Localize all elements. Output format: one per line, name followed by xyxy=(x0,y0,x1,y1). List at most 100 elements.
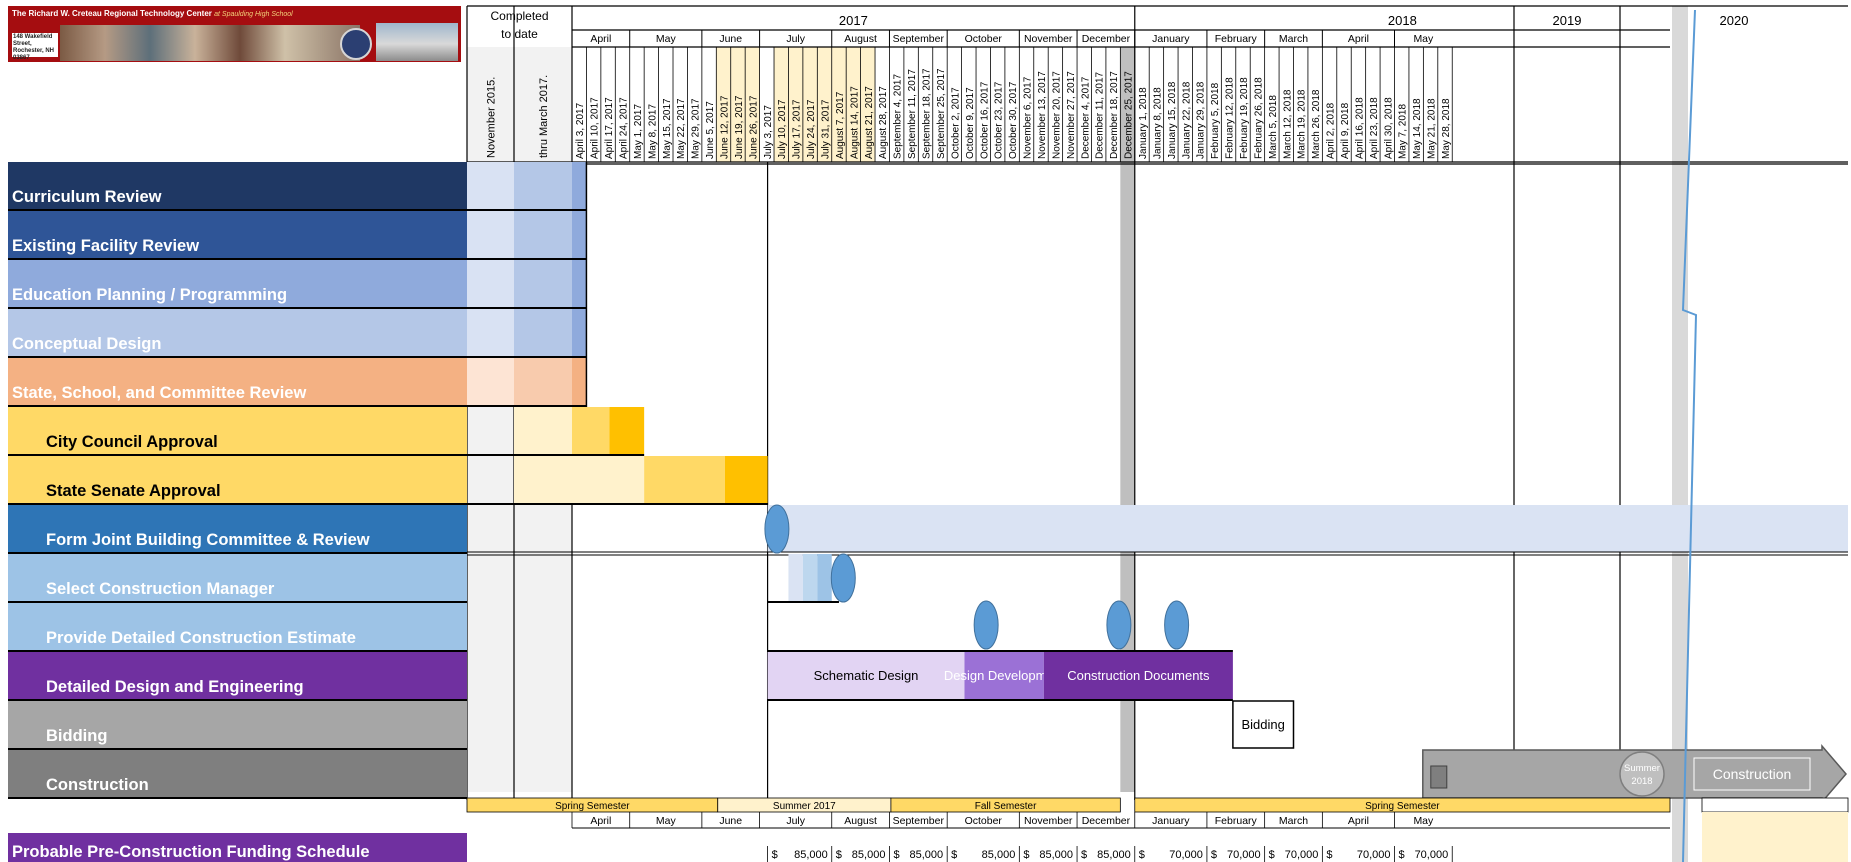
week-label: March 12, 2018 xyxy=(1282,89,1293,159)
logo-title: The Richard W. Creteau Regional Technolo… xyxy=(12,9,293,18)
summer-2018-marker xyxy=(1620,752,1664,796)
task-row[interactable]: Form Joint Building Committee & Review xyxy=(8,505,467,553)
task-label: Existing Facility Review xyxy=(12,237,199,255)
week-label: April 3, 2017 xyxy=(575,102,586,159)
week-label: December 18, 2017 xyxy=(1109,71,1120,159)
task-row[interactable]: Construction xyxy=(8,750,467,798)
week-label: May 15, 2017 xyxy=(662,98,673,159)
completed-bar xyxy=(467,260,514,307)
week-label: December 11, 2017 xyxy=(1095,71,1106,159)
month-label: August xyxy=(844,33,877,45)
task-row[interactable]: Provide Detailed Construction Estimate xyxy=(8,603,467,651)
month-label-bottom: March xyxy=(1279,815,1308,827)
summer-marker-label: 2018 xyxy=(1631,776,1652,787)
funding-label: Probable Pre-Construction Funding Schedu… xyxy=(12,843,370,861)
school-building-image xyxy=(376,23,458,61)
week-label: July 31, 2017 xyxy=(821,99,832,159)
completed-bar xyxy=(514,211,572,258)
semester-label: Fall Semester xyxy=(975,801,1037,812)
design-phase-label: Schematic Design xyxy=(814,668,919,683)
week-label: February 5, 2018 xyxy=(1210,82,1221,159)
week-label: February 12, 2018 xyxy=(1225,77,1236,159)
funding-currency: $ xyxy=(1081,849,1087,861)
task-row[interactable]: City Council Approval xyxy=(8,407,467,455)
year-label: 2018 xyxy=(1388,13,1417,28)
week-label: June 5, 2017 xyxy=(705,101,716,159)
week-label: January 8, 2018 xyxy=(1152,87,1163,159)
funding-currency: $ xyxy=(1326,849,1332,861)
funding-amount: 85,000 xyxy=(982,849,1016,861)
task-row[interactable]: Curriculum Review xyxy=(8,162,467,210)
task-row[interactable]: Bidding xyxy=(8,701,467,749)
week-label: February 19, 2018 xyxy=(1239,77,1250,159)
task-row[interactable]: State, School, and Committee Review xyxy=(8,358,467,406)
month-label: April xyxy=(1348,33,1369,45)
month-label: December xyxy=(1082,33,1131,45)
task-row[interactable]: Education Planning / Programming xyxy=(8,260,467,308)
week-label: November 27, 2017 xyxy=(1066,71,1077,159)
cm-bar xyxy=(788,554,802,601)
task-row[interactable]: Select Construction Manager xyxy=(8,554,467,602)
week-label: September 18, 2017 xyxy=(922,68,933,159)
funding-amount: 70,000 xyxy=(1357,849,1391,861)
summer-marker-label: Summer xyxy=(1624,763,1660,774)
week-label: October 2, 2017 xyxy=(950,87,961,159)
month-label-bottom: May xyxy=(656,815,677,827)
task-label: City Council Approval xyxy=(46,433,218,451)
month-label-bottom: July xyxy=(786,815,805,827)
month-label: January xyxy=(1152,33,1190,45)
completed-bar xyxy=(572,211,586,258)
funding-currency: $ xyxy=(836,849,842,861)
month-label: May xyxy=(1413,33,1434,45)
task-row[interactable]: Detailed Design and Engineering xyxy=(8,652,467,700)
logo-address: 148 Wakefield Street, Rochester, NH 0386… xyxy=(12,33,58,57)
month-label-bottom: August xyxy=(844,815,877,827)
week-label: January 29, 2018 xyxy=(1196,81,1207,159)
week-label: October 23, 2017 xyxy=(994,81,1005,159)
week-label: June 26, 2017 xyxy=(748,95,759,159)
task-label: Form Joint Building Committee & Review xyxy=(46,531,370,549)
approval-bar xyxy=(644,456,725,503)
month-label: February xyxy=(1215,33,1258,45)
completed-label: to date xyxy=(501,27,538,41)
week-label: January 22, 2018 xyxy=(1181,81,1192,159)
approval-bar xyxy=(610,407,645,454)
approval-bar xyxy=(514,456,644,503)
funding-amount: 70,000 xyxy=(1415,849,1449,861)
week-label: April 10, 2017 xyxy=(590,97,601,159)
week-label: December 4, 2017 xyxy=(1080,76,1091,159)
funding-currency: $ xyxy=(1023,849,1029,861)
week-label: June 19, 2017 xyxy=(734,95,745,159)
week-label: April 2, 2018 xyxy=(1326,102,1337,159)
month-label: October xyxy=(965,33,1003,45)
school-seal-icon xyxy=(340,28,372,60)
task-label: Select Construction Manager xyxy=(46,580,275,598)
completed-column-label: November 2015. xyxy=(486,77,498,158)
week-label: May 21, 2018 xyxy=(1427,98,1438,159)
semester-label: Summer 2017 xyxy=(773,801,836,812)
funding-amount: 85,000 xyxy=(852,849,886,861)
year-label: 2017 xyxy=(839,13,868,28)
task-row[interactable]: Existing Facility Review xyxy=(8,211,467,259)
month-label: May xyxy=(656,33,677,45)
task-row[interactable]: Conceptual Design xyxy=(8,309,467,357)
week-label: July 17, 2017 xyxy=(792,99,803,159)
week-label: November 13, 2017 xyxy=(1037,71,1048,159)
week-label: June 12, 2017 xyxy=(720,95,731,159)
milestone-marker xyxy=(765,505,789,553)
week-label: February 26, 2018 xyxy=(1253,77,1264,159)
completed-bar xyxy=(467,309,514,356)
task-label: Bidding xyxy=(46,727,107,745)
week-label: May 8, 2017 xyxy=(647,104,658,159)
funding-amount: 70,000 xyxy=(1227,849,1261,861)
task-row[interactable]: State Senate Approval xyxy=(8,456,467,504)
milestone-marker xyxy=(1165,601,1189,649)
month-label-bottom: December xyxy=(1082,815,1131,827)
completed-bar xyxy=(467,211,514,258)
week-label: March 26, 2018 xyxy=(1311,89,1322,159)
task-label: Education Planning / Programming xyxy=(12,286,287,304)
month-label: March xyxy=(1279,33,1308,45)
completed-bar xyxy=(572,260,586,307)
task-label: State, School, and Committee Review xyxy=(12,384,306,402)
funding-currency: $ xyxy=(893,849,899,861)
